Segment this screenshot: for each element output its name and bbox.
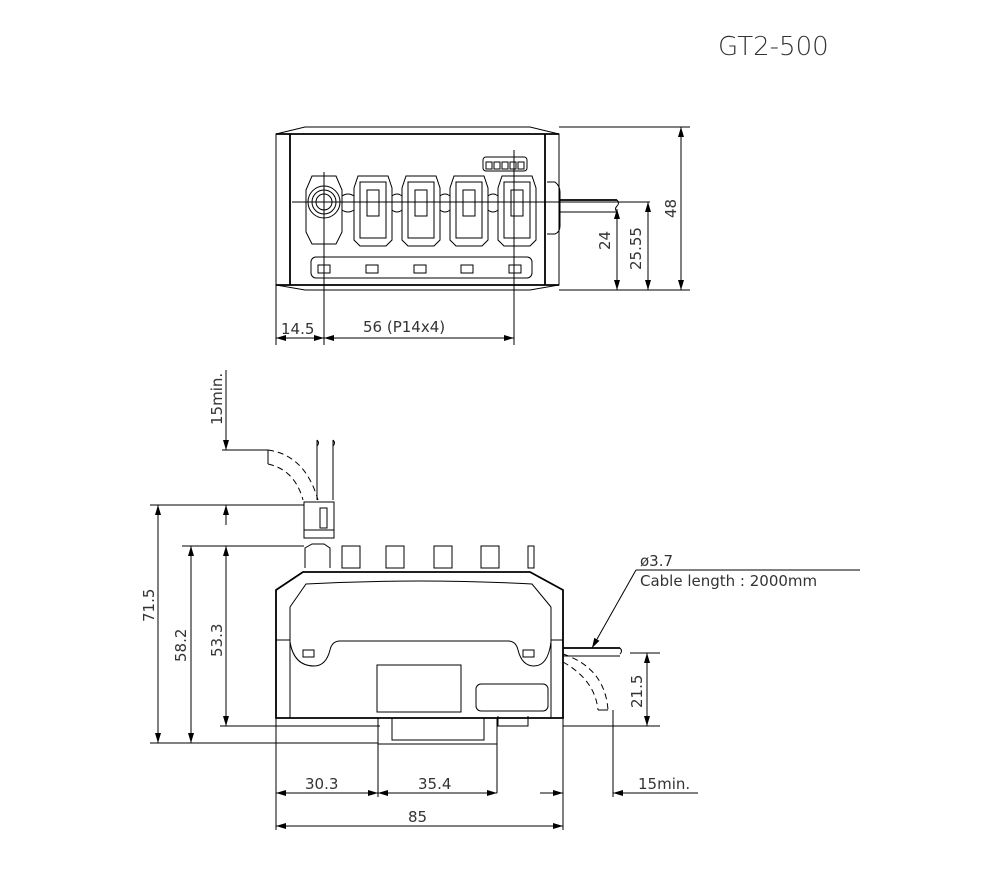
cable-length: Cable length : 2000mm (640, 572, 817, 590)
dim-pitch: 56 (P14x4) (363, 318, 445, 336)
dim-rail-35-4: 35.4 (418, 775, 451, 793)
dim-cable-clearance-side: 15min. (638, 775, 690, 793)
dim-cable-side-height: 21.5 (628, 675, 646, 708)
model-title: GT2-500 (718, 32, 829, 62)
dim-height-48: 48 (662, 199, 680, 218)
top-view: 14.5 56 (P14x4) 24 25.55 48 (275, 126, 690, 345)
dim-left-30-3: 30.3 (305, 775, 338, 793)
cable-diameter: ø3.7 (640, 552, 673, 570)
dim-cable-height: 24 (596, 231, 614, 250)
dim-cable-clearance-top: 15min. (208, 373, 226, 425)
dim-total-height: 71.5 (140, 589, 158, 622)
dim-cable-center: 25.55 (627, 227, 645, 270)
dim-left-offset: 14.5 (281, 320, 314, 338)
front-view: ø3.7 Cable length : 2000mm 15min. 71.5 5… (140, 370, 860, 830)
dim-height-53-3: 53.3 (208, 624, 226, 657)
dim-height-58-2: 58.2 (172, 629, 190, 662)
dim-width-85: 85 (408, 808, 427, 826)
